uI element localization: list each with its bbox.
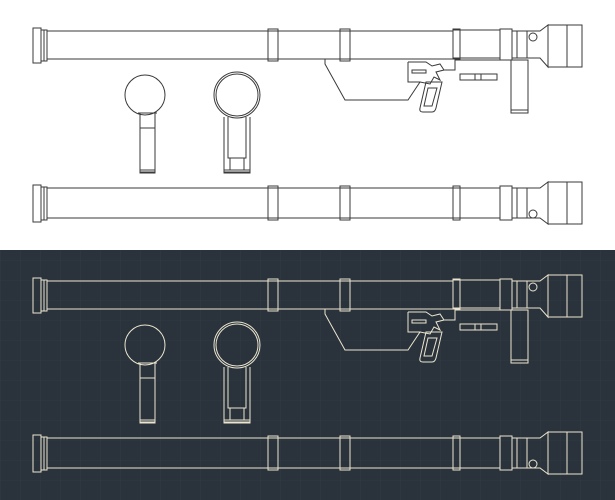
light-blueprint-panel xyxy=(0,0,615,250)
dark-blueprint-panel xyxy=(0,250,615,500)
dark-grid xyxy=(0,250,615,500)
light-background xyxy=(0,0,615,250)
